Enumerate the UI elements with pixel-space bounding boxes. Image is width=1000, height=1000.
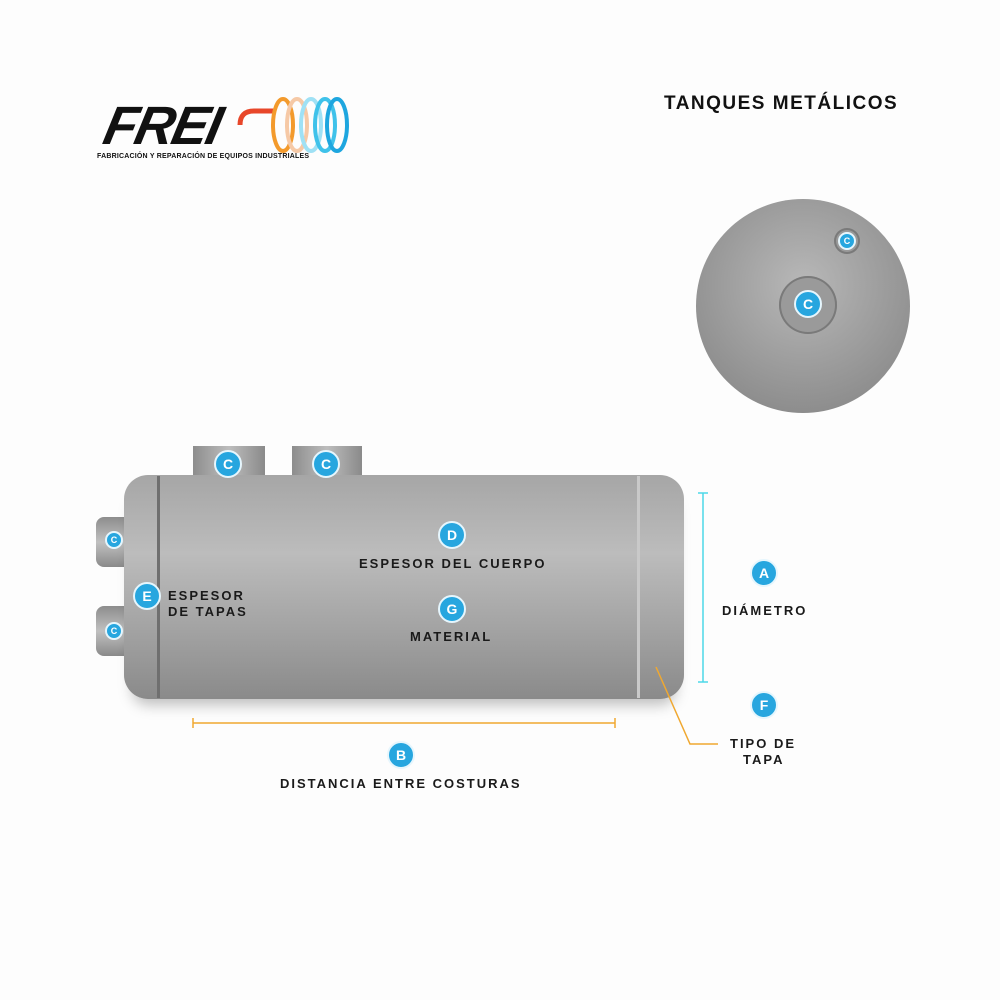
badge-d: D bbox=[438, 521, 466, 549]
badge-c: C bbox=[105, 531, 123, 549]
badge-e: E bbox=[133, 582, 161, 610]
seam-line bbox=[637, 476, 640, 698]
label-diametro: DIÁMETRO bbox=[722, 603, 808, 618]
label-espesor-tapas-2: DE TAPAS bbox=[168, 604, 248, 619]
badge-c: C bbox=[794, 290, 822, 318]
label-tipo-tapa-2: TAPA bbox=[743, 752, 785, 767]
badge-g: G bbox=[438, 595, 466, 623]
badge-c: C bbox=[312, 450, 340, 478]
seam-line bbox=[157, 476, 160, 698]
badge-c: C bbox=[105, 622, 123, 640]
badge-b: B bbox=[387, 741, 415, 769]
label-espesor-tapas-1: ESPESOR bbox=[168, 588, 245, 603]
page-title: TANQUES METÁLICOS bbox=[664, 93, 899, 114]
label-distancia: DISTANCIA ENTRE COSTURAS bbox=[280, 776, 522, 791]
label-espesor-cuerpo: ESPESOR DEL CUERPO bbox=[359, 556, 547, 571]
label-tipo-tapa-1: TIPO DE bbox=[730, 736, 797, 751]
badge-f: F bbox=[750, 691, 778, 719]
logo-tagline: FABRICACIÓN Y REPARACIÓN DE EQUIPOS INDU… bbox=[97, 153, 310, 160]
badge-c: C bbox=[214, 450, 242, 478]
label-material: MATERIAL bbox=[410, 629, 493, 644]
badge-c: C bbox=[838, 232, 856, 250]
tank-body bbox=[124, 475, 684, 699]
badge-a: A bbox=[750, 559, 778, 587]
logo-coil-icon bbox=[237, 97, 349, 153]
